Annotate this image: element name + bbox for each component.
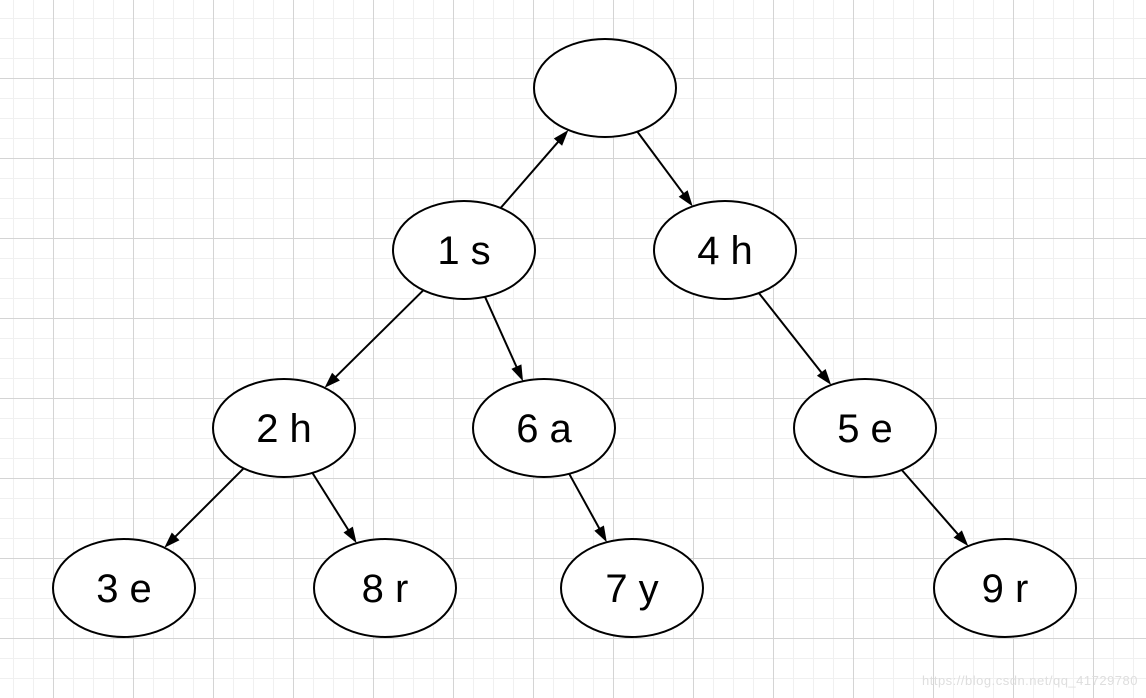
edge-arrowhead: [816, 369, 832, 385]
node-ellipse: [313, 538, 457, 638]
edge-arrowhead: [678, 190, 693, 207]
node-ellipse: [392, 200, 536, 300]
tree-node-n8: 8 r: [313, 538, 457, 638]
edge-arrowhead: [343, 526, 357, 544]
node-ellipse: [793, 378, 937, 478]
node-ellipse: [560, 538, 704, 638]
node-label: 7 y: [605, 567, 658, 611]
node-ellipse: [653, 200, 797, 300]
edge-line: [174, 467, 245, 538]
tree-edge-root-n4: [636, 131, 693, 207]
edge-line: [499, 140, 560, 209]
edge-arrowhead: [553, 130, 569, 146]
tree-node-n2: 2 h: [212, 378, 356, 478]
edge-line: [311, 472, 350, 531]
tree-node-n1: 1 s: [392, 200, 536, 300]
node-ellipse: [472, 378, 616, 478]
tree-edge-n6-n7: [568, 473, 607, 543]
edge-arrowhead: [324, 372, 340, 388]
tree-edge-n1-n2: [324, 289, 425, 388]
edge-line: [334, 289, 425, 379]
node-ellipse: [533, 38, 677, 138]
node-label: 3 e: [96, 567, 152, 611]
node-label: 8 r: [362, 567, 409, 611]
node-ellipse: [933, 538, 1077, 638]
edge-arrowhead: [594, 525, 607, 543]
node-label: 2 h: [256, 407, 312, 451]
tree-edge-n4-n5: [758, 292, 832, 385]
tree-edge-n1-root: [499, 130, 569, 209]
tree-node-root: [533, 38, 677, 138]
tree-node-n9: 9 r: [933, 538, 1077, 638]
edge-line: [636, 131, 685, 195]
tree-edge-n5-n9: [900, 469, 969, 547]
tree-node-n4: 4 h: [653, 200, 797, 300]
edge-arrowhead: [511, 364, 523, 382]
tree-edge-n1-n6: [484, 296, 523, 382]
edge-arrowhead: [953, 530, 969, 547]
node-label: 9 r: [982, 567, 1029, 611]
node-ellipse: [212, 378, 356, 478]
tree-edge-n2-n8: [311, 472, 357, 544]
edge-line: [758, 292, 823, 374]
tree-node-n5: 5 e: [793, 378, 937, 478]
edge-line: [484, 296, 518, 368]
tree-edge-n2-n3: [164, 467, 245, 548]
node-ellipse: [52, 538, 196, 638]
node-label: 4 h: [697, 229, 753, 273]
edge-line: [568, 473, 601, 530]
tree-node-n3: 3 e: [52, 538, 196, 638]
edge-line: [900, 469, 960, 536]
node-label: 6 a: [516, 407, 572, 451]
edge-arrowhead: [164, 532, 180, 548]
node-label: 5 e: [837, 407, 893, 451]
tree-node-n7: 7 y: [560, 538, 704, 638]
node-label: 1 s: [437, 229, 490, 273]
tree-node-n6: 6 a: [472, 378, 616, 478]
